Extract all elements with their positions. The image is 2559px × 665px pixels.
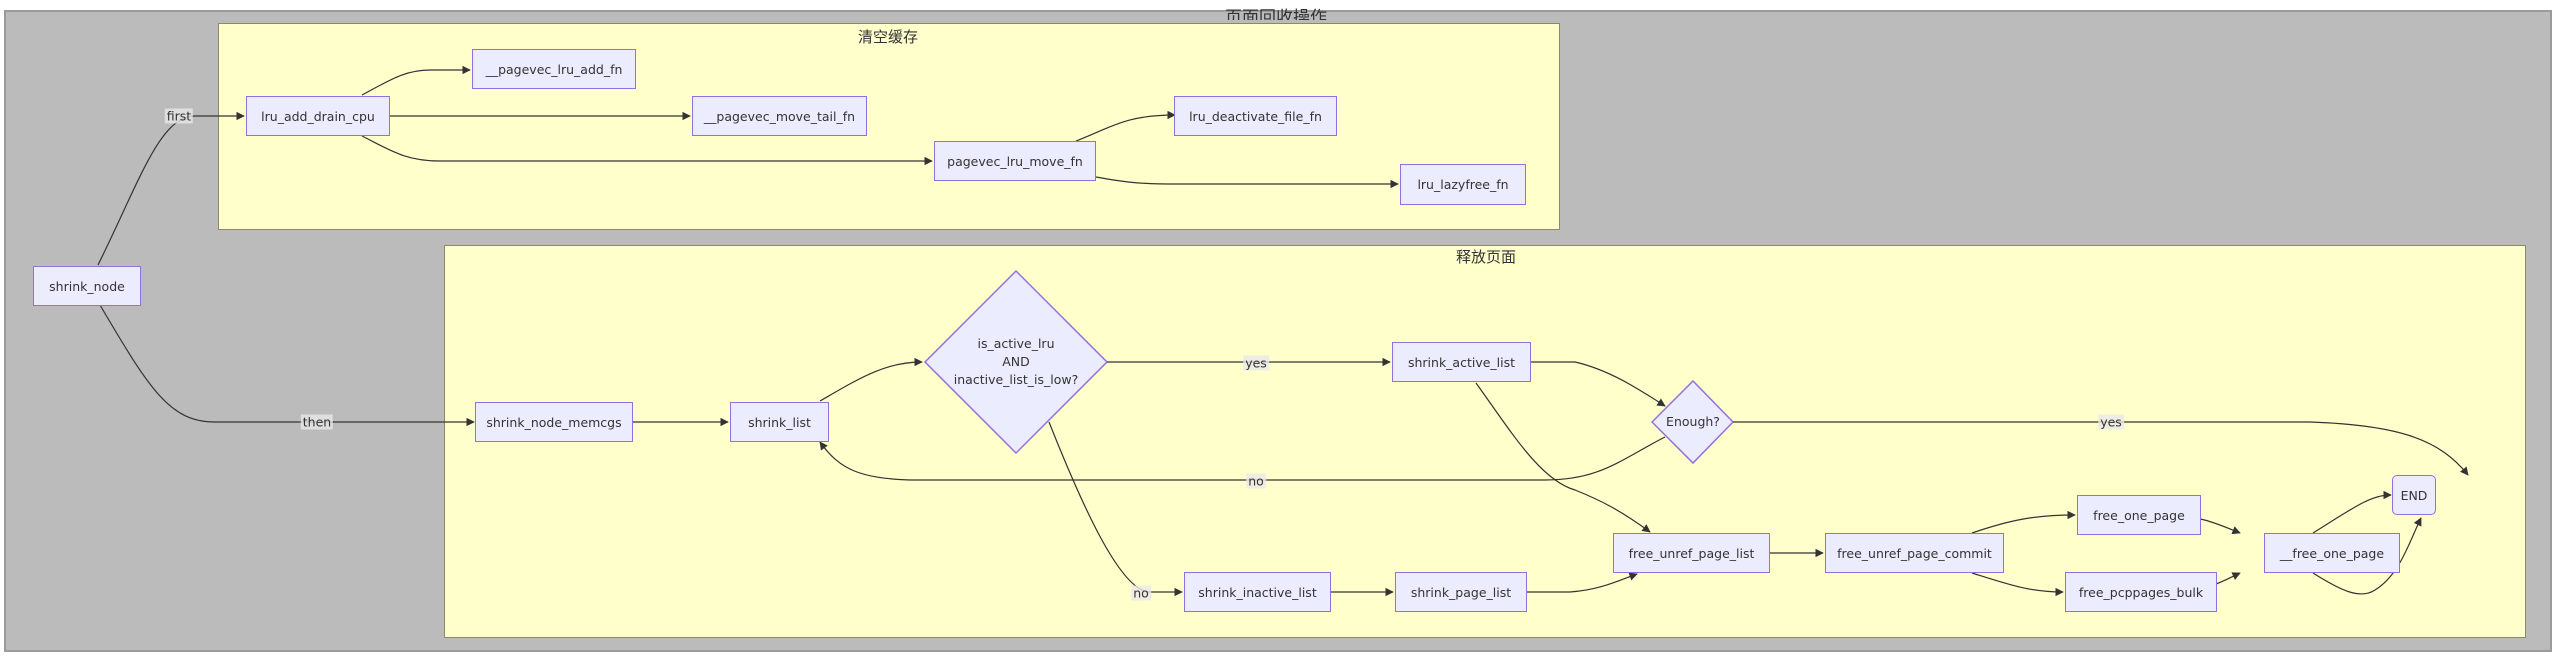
- node-pagevec-lru-move-fn[interactable]: pagevec_lru_move_fn: [934, 141, 1096, 181]
- edge-shrink-active-to-enough: [1531, 361, 1666, 407]
- node-free-unref-page-commit[interactable]: free_unref_page_commit: [1825, 533, 2004, 573]
- edge-commit-to-free-one-page: [1971, 510, 2076, 534]
- edge-label-yes-cond: yes: [1243, 355, 1269, 371]
- node-lru-add-drain-cpu[interactable]: lru_add_drain_cpu: [246, 96, 390, 136]
- edge-enough-to-end: [1733, 421, 2469, 476]
- cond-line-1: is_active_lru: [977, 336, 1055, 351]
- node-enough-label: Enough?: [1666, 413, 1720, 431]
- node-dunder-free-one-page[interactable]: __free_one_page: [2264, 533, 2400, 573]
- edge-commit-to-pcppages-bulk: [1971, 572, 2064, 597]
- node-shrink-inactive-list[interactable]: shrink_inactive_list: [1184, 572, 1331, 612]
- edge-label-then: then: [300, 414, 334, 430]
- edge-lru-add-drain-to-lru-move-fn: [361, 135, 933, 166]
- edge-lru-move-fn-to-deactivate-file-fn: [1075, 110, 1176, 142]
- node-free-one-page[interactable]: free_one_page: [2077, 495, 2201, 535]
- edge-label-yes-enough: yes: [2098, 414, 2124, 430]
- edge-page-list-to-free-unref-list: [1527, 572, 1638, 593]
- cluster-title-clear-cache: 清空缓存: [858, 28, 919, 46]
- edge-label-no-cond: no: [1131, 585, 1151, 601]
- cond-line-3: inactive_list_is_low?: [953, 372, 1079, 387]
- edge-dunder-free-one-page-to-end-1: [2312, 490, 2392, 534]
- edge-lru-add-drain-to-lru-add-fn: [361, 65, 471, 96]
- node-shrink-node[interactable]: shrink_node: [33, 266, 141, 306]
- edge-label-no-enough: no: [1246, 473, 1266, 489]
- edge-shrink-list-to-cond: [819, 357, 923, 402]
- node-end[interactable]: END: [2392, 475, 2436, 515]
- enough-line-1: Enough?: [1666, 414, 1720, 429]
- edge-enough-to-shrink-list: [819, 436, 1666, 481]
- edge-dunder-free-one-page-to-end-2: [2312, 517, 2422, 595]
- node-shrink-active-list[interactable]: shrink_active_list: [1392, 342, 1531, 382]
- node-pagevec-lru-add-fn[interactable]: __pagevec_lru_add_fn: [472, 49, 636, 89]
- edge-shrink-node-to-lru-add-drain-cpu: [97, 111, 245, 266]
- node-shrink-page-list[interactable]: shrink_page_list: [1395, 572, 1527, 612]
- node-pagevec-move-tail-fn[interactable]: __pagevec_move_tail_fn: [692, 96, 867, 136]
- node-lru-deactivate-file-fn[interactable]: lru_deactivate_file_fn: [1174, 96, 1337, 136]
- node-free-unref-page-list[interactable]: free_unref_page_list: [1613, 533, 1770, 573]
- node-shrink-list[interactable]: shrink_list: [730, 402, 829, 442]
- node-enough-shape[interactable]: [1650, 379, 1735, 465]
- edge-lru-move-fn-to-lazyfree-fn: [1095, 176, 1399, 189]
- outer-cluster-title: 页面回收操作: [1225, 8, 1327, 20]
- cond-line-2: AND: [1002, 354, 1030, 369]
- edge-cond-to-shrink-inactive: [1048, 421, 1183, 597]
- node-cond-active-label: is_active_lru AND inactive_list_is_low?: [954, 335, 1078, 389]
- cluster-title-free-pages: 释放页面: [1456, 248, 1517, 266]
- node-shrink-node-memcgs[interactable]: shrink_node_memcgs: [475, 402, 633, 442]
- node-free-pcppages-bulk[interactable]: free_pcppages_bulk: [2065, 572, 2217, 612]
- edge-shrink-active-to-free-unref-list: [1475, 382, 1651, 533]
- edge-shrink-node-to-shrink-node-memcgs: [99, 304, 475, 427]
- node-cond-active-shape[interactable]: [923, 269, 1109, 455]
- node-lru-lazyfree-fn[interactable]: lru_lazyfree_fn: [1400, 164, 1526, 205]
- edge-label-first: first: [164, 108, 194, 124]
